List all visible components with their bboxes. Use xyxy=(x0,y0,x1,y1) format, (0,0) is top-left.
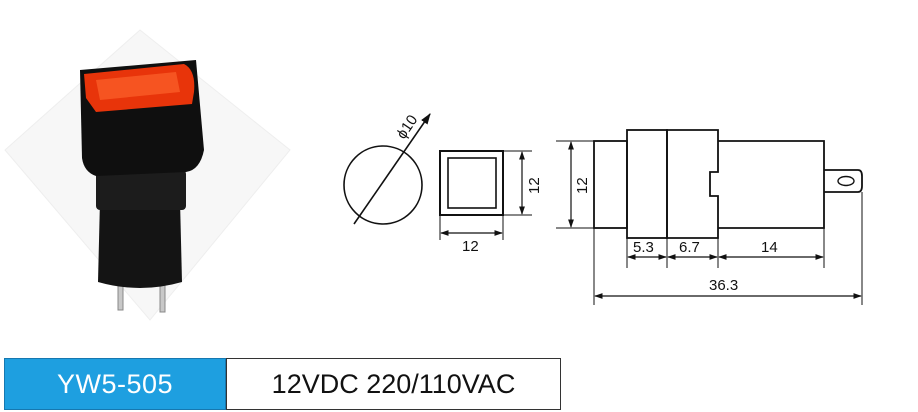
lamp-collar xyxy=(96,170,186,210)
lens-highlight xyxy=(96,72,180,100)
segment-label-2: 6.7 xyxy=(679,239,700,256)
terminal-hole xyxy=(837,175,855,187)
product-photo xyxy=(4,29,291,321)
diameter-label: ϕ10 xyxy=(393,112,421,142)
segment-label-1: 5.3 xyxy=(633,239,654,256)
side-body xyxy=(718,140,825,229)
side-flange xyxy=(593,140,628,229)
total-length-label: 36.3 xyxy=(709,277,738,294)
square-height-label: 12 xyxy=(526,177,543,194)
square-width-label: 12 xyxy=(462,238,479,255)
dimension-drawing: ϕ10 12 12 12 5.3 6.7 14 36.3 xyxy=(343,112,863,305)
side-height-label: 12 xyxy=(574,177,591,194)
front-view-circle xyxy=(343,145,423,225)
diameter-leader xyxy=(353,113,431,225)
side-terminal xyxy=(824,169,863,193)
model-label: YW5-505 xyxy=(4,358,226,410)
segment-label-3: 14 xyxy=(761,239,778,256)
square-outer xyxy=(439,150,504,216)
lamp-body xyxy=(98,200,182,288)
voltage-label: 12VDC 220/110VAC xyxy=(226,358,561,410)
square-inner xyxy=(447,157,497,209)
side-bezel xyxy=(626,129,668,239)
side-housing xyxy=(666,129,719,239)
